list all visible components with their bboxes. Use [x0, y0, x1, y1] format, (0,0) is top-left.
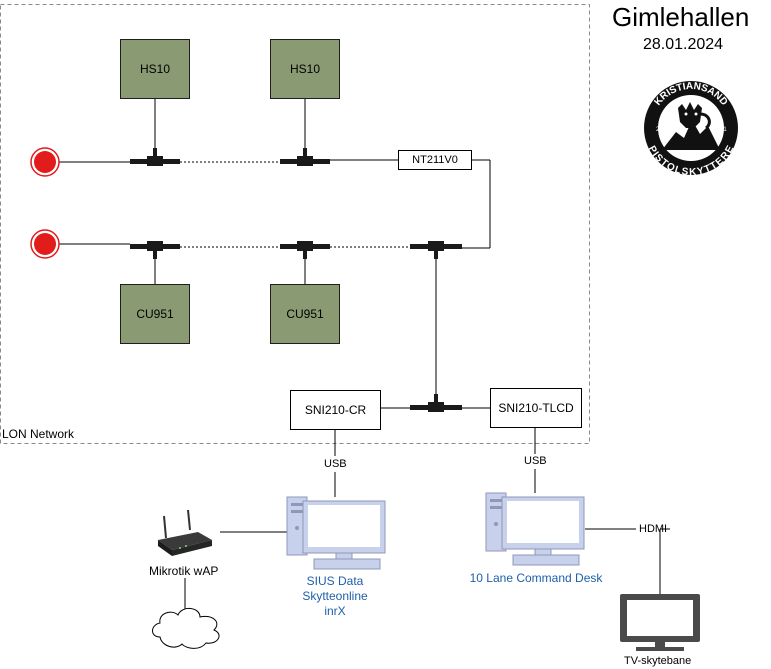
t-connector-bottom-left: [130, 241, 180, 259]
sni210-tlcd-label: SNI210-TLCD: [498, 401, 574, 415]
hdmi-label: HDMI: [639, 523, 668, 535]
sni210-cr-device[interactable]: SNI210-CR: [290, 390, 381, 430]
t-connector-top-left: [130, 148, 180, 166]
tv-icon: [620, 594, 700, 651]
t-connector-sni: [410, 394, 462, 412]
usb-label-right: USB: [524, 455, 547, 467]
lon-network-label: LON Network: [2, 427, 75, 441]
cu951-device-left[interactable]: CU951: [120, 284, 190, 344]
t-connector-bus-right: [410, 241, 462, 259]
page-date: 28.01.2024: [643, 36, 724, 53]
logo-year-right: 21: [720, 127, 727, 133]
t-connector-bottom-right: [280, 241, 330, 259]
drop-lines: [154, 99, 306, 284]
hs10-label: HS10: [139, 62, 171, 76]
bottom-bus: [59, 243, 490, 409]
page-title: Gimlehallen: [612, 2, 750, 32]
hs10-device-left[interactable]: HS10: [120, 39, 190, 99]
caption-line: Skytteonline: [302, 589, 368, 603]
caption-line: SIUS Data: [306, 574, 364, 588]
top-bus: [59, 159, 491, 249]
hs10-label: HS10: [289, 62, 321, 76]
cu951-label: CU951: [136, 307, 174, 321]
hdmi-link: [585, 528, 670, 594]
sni210-tlcd-device[interactable]: SNI210-TLCD: [490, 388, 582, 428]
end-terminator-top: [30, 147, 60, 177]
hs10-device-right[interactable]: HS10: [270, 39, 340, 99]
nt211v0-terminator[interactable]: NT211V0: [398, 150, 472, 170]
sni210-cr-label: SNI210-CR: [304, 403, 367, 417]
caption-line: inrX: [324, 604, 346, 618]
cu951-device-right[interactable]: CU951: [270, 284, 340, 344]
computer-caption-left: SIUS Data Skytteonline inrX: [285, 574, 385, 619]
logo-year-left: 20: [656, 127, 663, 133]
computer-caption-right: 10 Lane Command Desk: [469, 571, 603, 585]
tv-label: TV-skytebane: [624, 655, 692, 667]
t-connector-top-right: [280, 148, 330, 166]
router-icon: [158, 509, 212, 556]
router-label: Mikrotik wAP: [149, 564, 219, 578]
end-terminator-bottom: [30, 229, 60, 259]
usb-links: [334, 428, 536, 497]
cu951-label: CU951: [286, 307, 324, 321]
computer-icon-left: [286, 496, 386, 570]
club-logo: KRISTIANSAND PISTOLSKYTTERE 20 21: [644, 81, 738, 178]
nt211v0-label: NT211V0: [412, 154, 458, 166]
cloud-icon: [152, 608, 220, 649]
computer-icon-right: [485, 492, 585, 566]
lon-network-boundary: [0, 4, 590, 444]
usb-label-left: USB: [324, 458, 347, 470]
